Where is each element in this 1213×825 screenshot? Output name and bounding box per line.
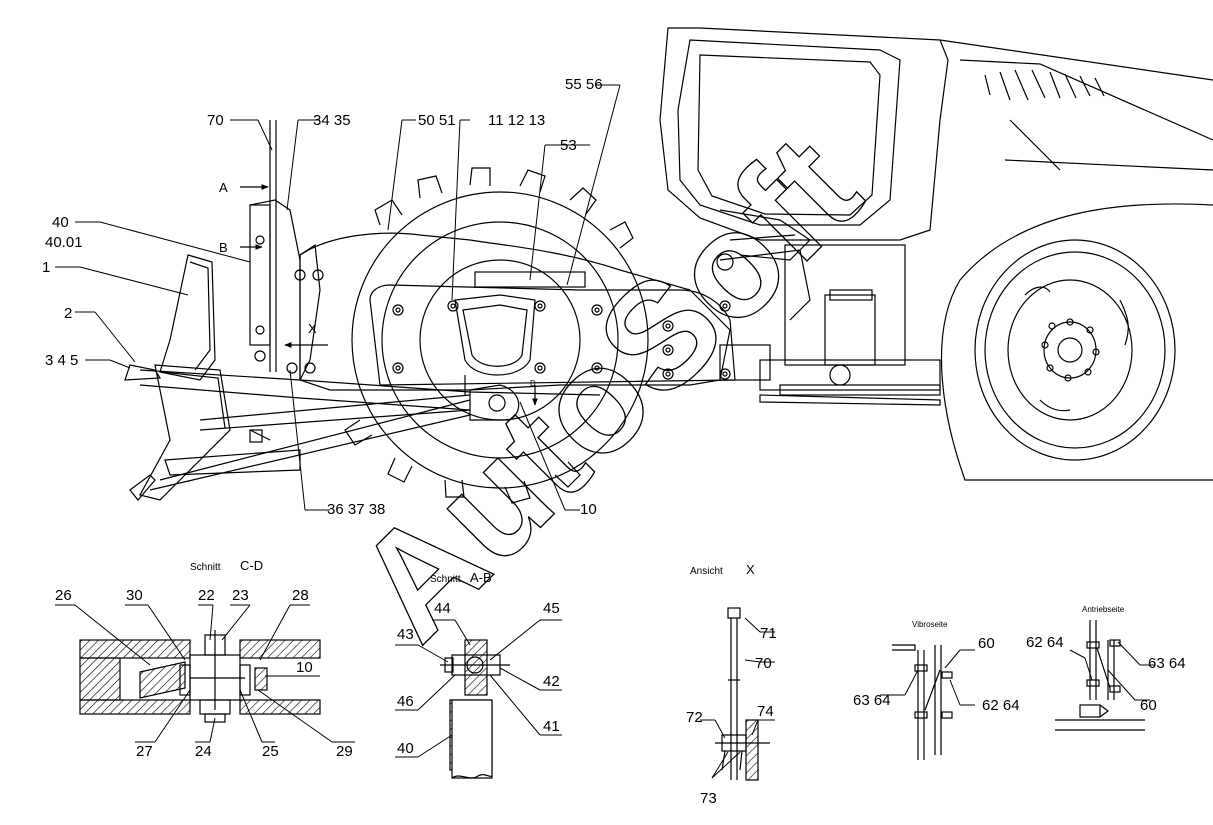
vibro-label-63-64: 63 64 (853, 692, 891, 709)
vibro-side-title: Vibroseite (912, 620, 948, 629)
cd-label-29: 29 (336, 743, 353, 760)
ab-label-43: 43 (397, 626, 414, 643)
callout-1: 1 (42, 259, 50, 276)
x-label-74: 74 (757, 703, 774, 720)
callout-11-12-13: 11 12 13 (488, 112, 545, 129)
x-label-72: 72 (686, 709, 703, 726)
callout-70: 70 (207, 112, 224, 129)
callout-10: 10 (580, 501, 597, 518)
cd-label-30: 30 (126, 587, 143, 604)
cd-label-10: 10 (296, 659, 313, 676)
x-label-71: 71 (760, 625, 777, 642)
vibro-label-60: 60 (978, 635, 995, 652)
section-cd-caption-word: Schnitt (190, 562, 221, 573)
drive-label-63-64: 63 64 (1148, 655, 1186, 672)
callout-50-51: 50 51 (418, 112, 456, 129)
cd-label-27: 27 (136, 743, 153, 760)
ab-label-41: 41 (543, 718, 560, 735)
section-ab-caption-code: A-B (470, 570, 492, 585)
hydraulic-cylinder (249, 120, 301, 372)
ab-label-45: 45 (543, 600, 560, 617)
section-mark-a: A (219, 180, 228, 195)
cd-label-22: 22 (198, 587, 215, 604)
callout-2: 2 (64, 305, 72, 322)
vibro-side-view: Vibroseite 60 63 64 62 64 (853, 620, 1020, 760)
tractor-cab (659, 27, 1213, 261)
section-ab-view: Schnitt A-B 44 45 43 42 46 41 40 (395, 570, 562, 779)
cd-label-23: 23 (232, 587, 249, 604)
ab-label-40: 40 (397, 740, 414, 757)
front-blade (124, 254, 271, 501)
section-mark-x: X (308, 321, 317, 336)
main-callouts: 70 34 35 50 51 11 12 13 55 56 53 40 40.0… (42, 76, 603, 518)
tractor-wheel (940, 203, 1213, 481)
tractor-hitch (716, 234, 941, 406)
main-frame-arm (286, 232, 736, 421)
ab-label-44: 44 (434, 600, 451, 617)
cd-label-24: 24 (195, 743, 212, 760)
callout-40-01: 40.01 (45, 234, 83, 251)
view-x-caption-code: X (746, 562, 755, 577)
callout-3-4-5: 3 4 5 (45, 352, 78, 369)
section-mark-b: B (219, 240, 228, 255)
vibro-label-62-64: 62 64 (982, 697, 1020, 714)
callout-36-37-38: 36 37 38 (327, 501, 385, 518)
callout-40: 40 (52, 214, 69, 231)
section-arrows (240, 184, 538, 406)
x-label-70: 70 (755, 655, 772, 672)
section-mark-d: D (530, 379, 536, 388)
callout-53: 53 (560, 137, 577, 154)
cd-label-25: 25 (262, 743, 279, 760)
ab-label-42: 42 (543, 673, 560, 690)
cd-label-28: 28 (292, 587, 309, 604)
leader-lines (55, 84, 621, 511)
x-label-73: 73 (700, 790, 717, 807)
callout-55-56: 55 56 (565, 76, 603, 93)
drive-label-60: 60 (1140, 697, 1157, 714)
ab-label-46: 46 (397, 693, 414, 710)
view-x: Ansicht X 71 70 72 74 73 (686, 562, 777, 807)
main-assembly-view (55, 27, 1213, 511)
section-cd-view: Schnitt C-D (55, 558, 355, 760)
drive-side-view: Antriebseite 62 64 63 64 60 (1026, 605, 1186, 731)
view-x-caption-word: Ansicht (690, 566, 723, 577)
drive-side-title: Antriebseite (1082, 605, 1125, 614)
section-cd-caption-code: C-D (240, 558, 263, 573)
callout-34-35: 34 35 (313, 112, 351, 129)
cd-label-26: 26 (55, 587, 72, 604)
drive-label-62-64: 62 64 (1026, 634, 1064, 651)
section-ab-caption-word: Schnitt (430, 574, 461, 585)
